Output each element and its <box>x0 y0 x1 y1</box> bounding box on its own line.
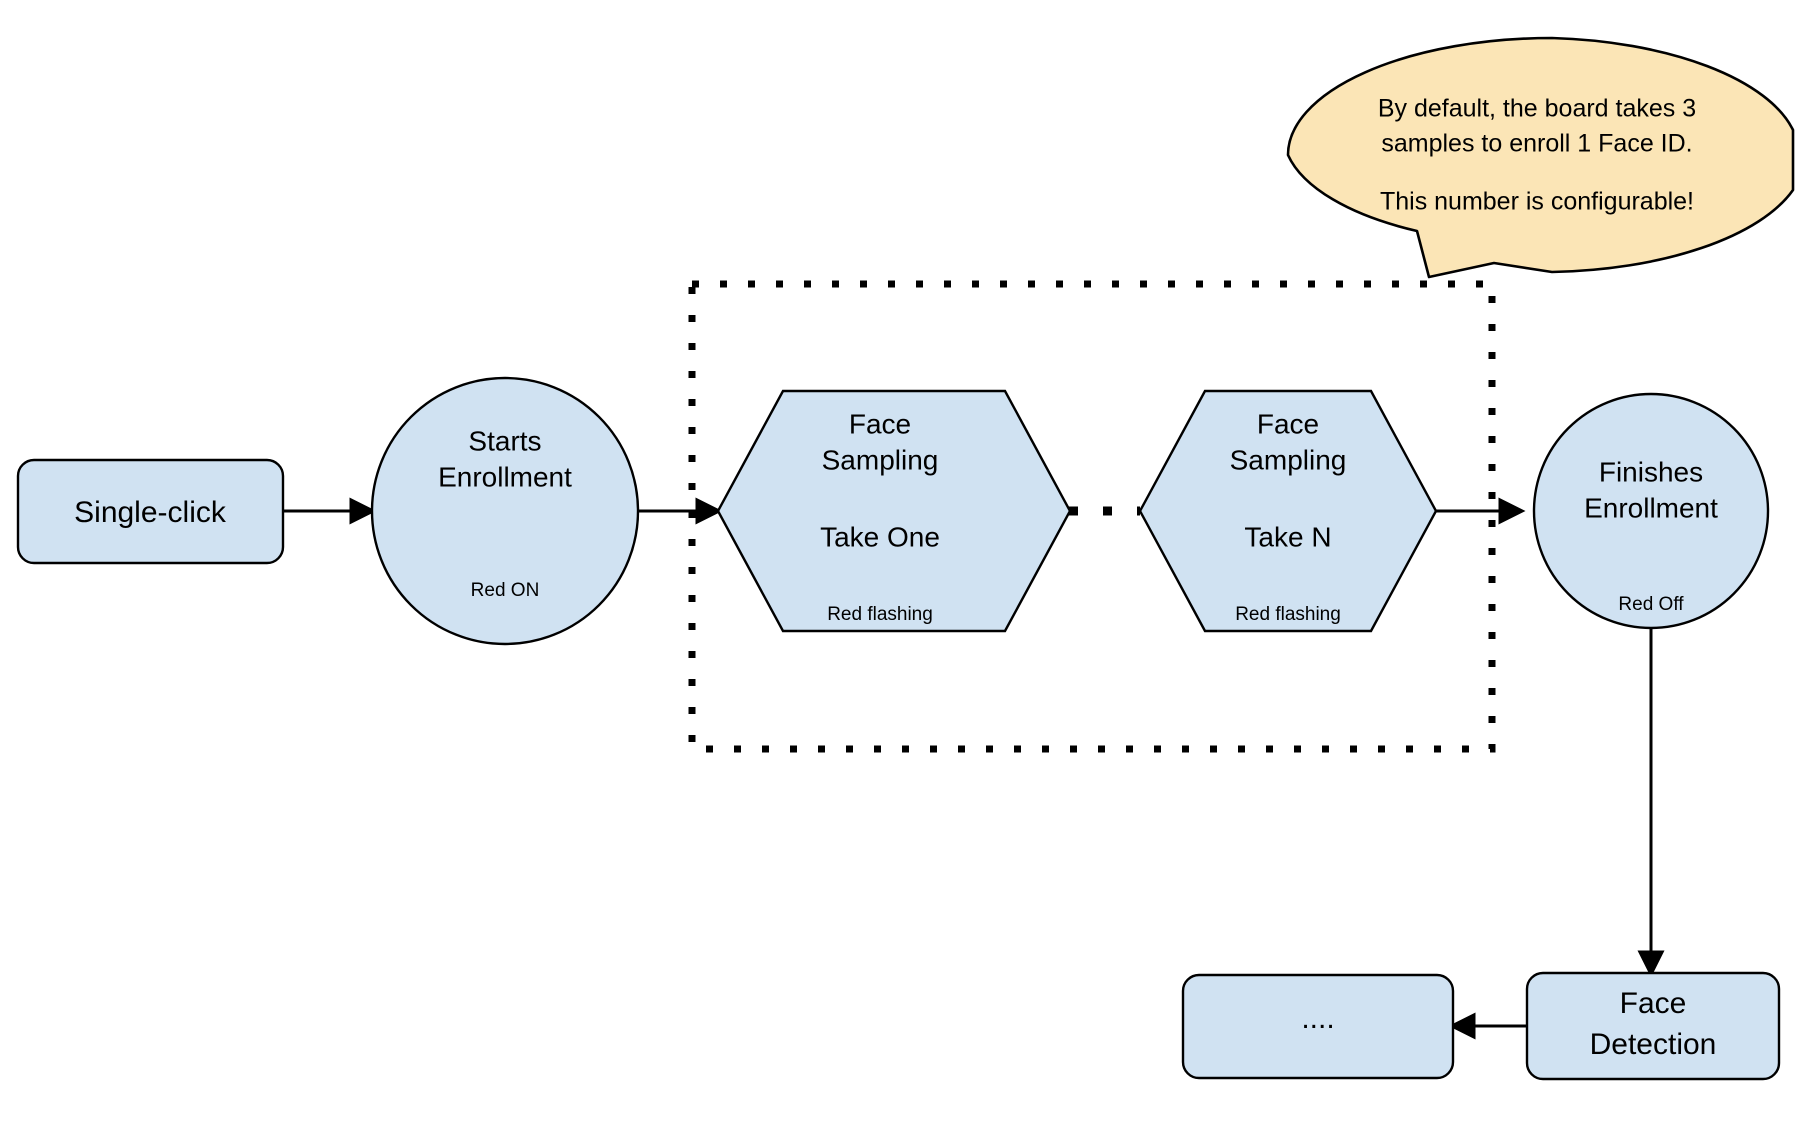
node-more-steps[interactable]: .... <box>1181 973 1455 1080</box>
face-sampling-one-label-line2: Sampling <box>822 444 939 475</box>
callout-balloon-shape <box>1286 36 1795 279</box>
node-starts-enrollment[interactable]: Starts Enrollment Red ON <box>370 376 640 646</box>
face-sampling-n-status: Red flashing <box>1235 604 1341 625</box>
face-sampling-n-take-label: Take N <box>1244 521 1331 552</box>
finishes-enrollment-shape <box>1532 392 1770 630</box>
finishes-enrollment-label-line1: Finishes <box>1599 456 1703 487</box>
sampling-loop-dotted-box <box>688 280 1496 753</box>
finishes-enrollment-status: Red Off <box>1618 594 1684 615</box>
face-sampling-one-take-label: Take One <box>820 521 940 552</box>
more-steps-label: .... <box>1301 1002 1334 1035</box>
face-detection-label-line1: Face <box>1620 987 1687 1020</box>
node-single-click[interactable]: Single-click <box>16 458 285 565</box>
single-click-label: Single-click <box>74 496 227 529</box>
face-detection-label-line2: Detection <box>1590 1028 1717 1061</box>
node-face-detection[interactable]: Face Detection <box>1525 971 1781 1081</box>
edges-group <box>283 497 1665 1040</box>
starts-enrollment-label-line1: Starts <box>468 425 541 456</box>
face-sampling-n-shape <box>1138 389 1438 633</box>
starts-enrollment-status: Red ON <box>471 580 540 601</box>
callout-balloon: By default, the board takes 3 samples to… <box>1286 36 1795 279</box>
face-sampling-one-label-line1: Face <box>849 408 911 439</box>
node-finishes-enrollment[interactable]: Finishes Enrollment Red Off <box>1532 392 1770 630</box>
node-face-sampling-one[interactable]: Face Sampling Take One Red flashing <box>716 389 1072 633</box>
face-sampling-one-status: Red flashing <box>827 604 933 625</box>
face-sampling-one-shape <box>716 389 1072 633</box>
face-detection-shape <box>1525 971 1781 1081</box>
face-sampling-n-label-line1: Face <box>1257 408 1319 439</box>
callout-line1: By default, the board takes 3 <box>1378 95 1696 123</box>
single-click-shape <box>16 458 285 565</box>
node-face-sampling-n[interactable]: Face Sampling Take N Red flashing <box>1138 389 1438 633</box>
more-steps-shape <box>1181 973 1455 1080</box>
callout-line2: samples to enroll 1 Face ID. <box>1381 130 1692 158</box>
face-sampling-n-label-line2: Sampling <box>1230 444 1347 475</box>
callout-line3: This number is configurable! <box>1380 188 1694 216</box>
starts-enrollment-shape <box>370 376 640 646</box>
finishes-enrollment-label-line2: Enrollment <box>1584 492 1718 523</box>
starts-enrollment-label-line2: Enrollment <box>438 461 572 492</box>
